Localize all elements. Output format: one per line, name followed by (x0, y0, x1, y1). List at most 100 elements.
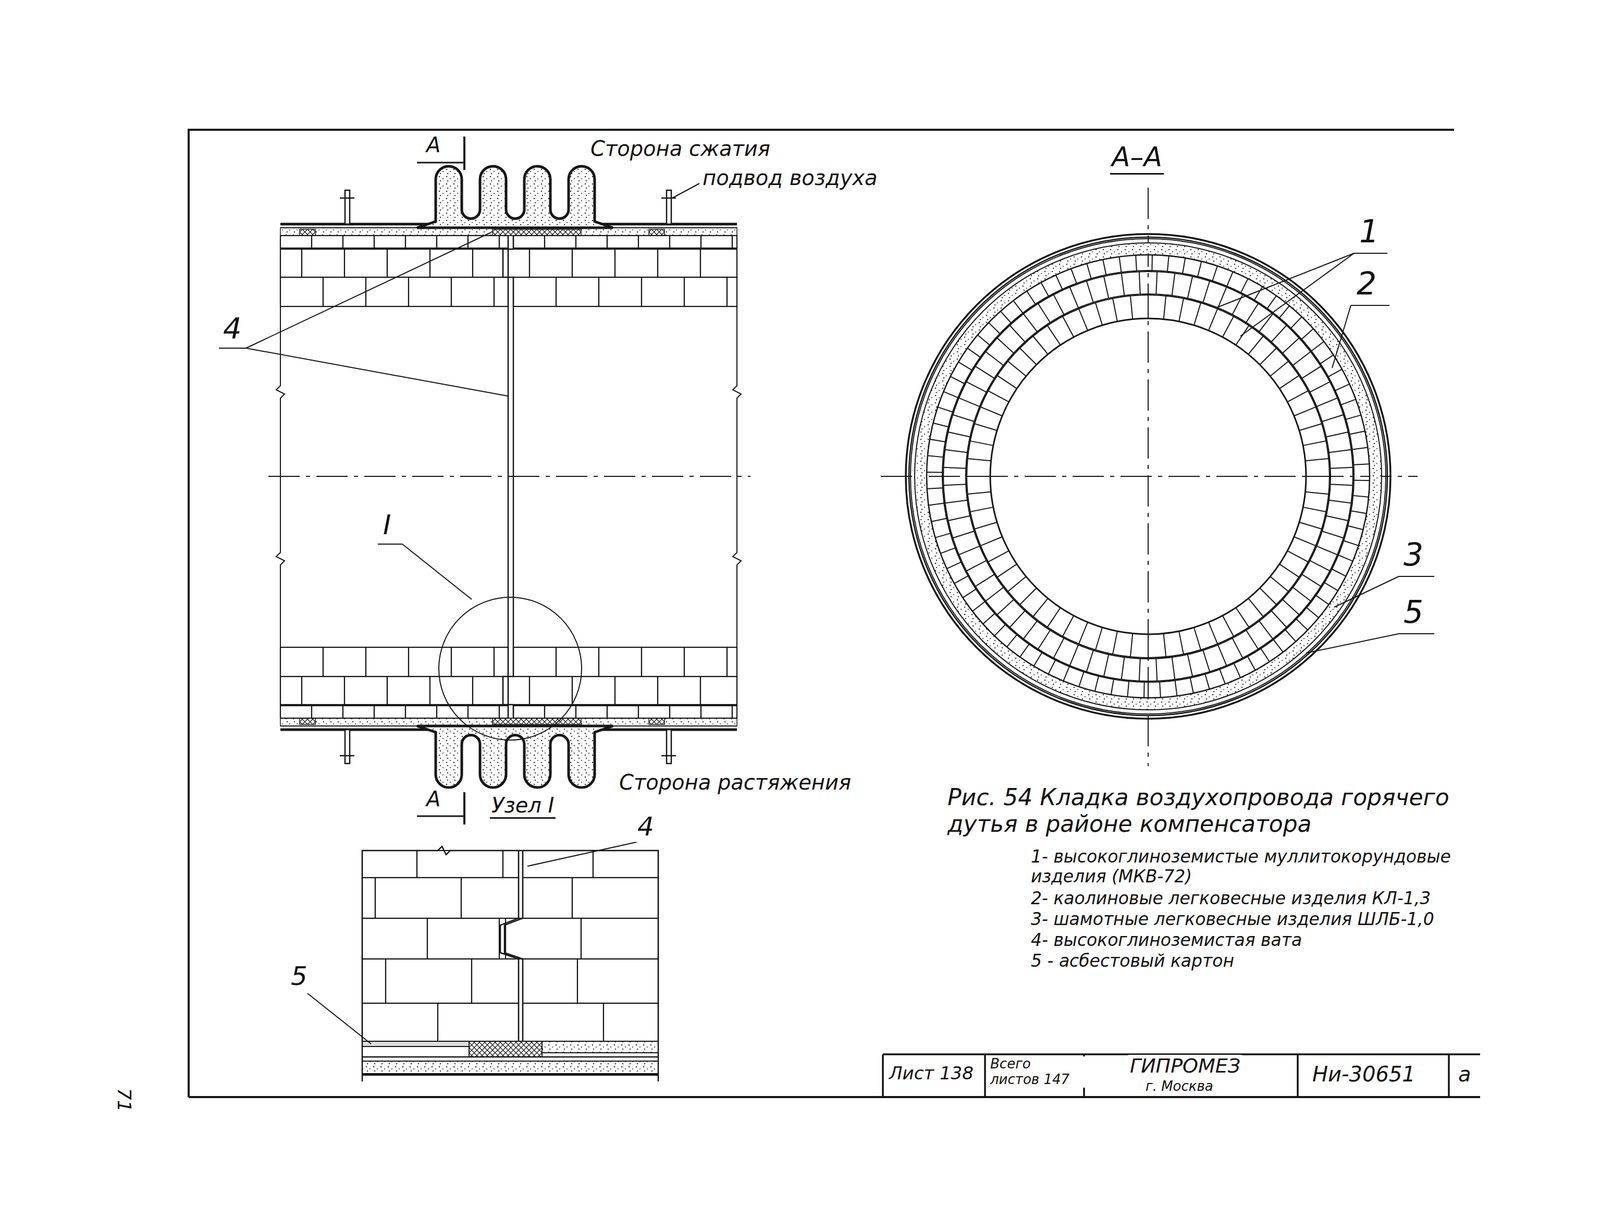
brick-joint (1006, 634, 1017, 647)
brick-joint (1147, 294, 1149, 319)
ring-outline (910, 238, 1386, 715)
brick-joint (944, 500, 968, 504)
brick-joint (1279, 375, 1299, 389)
brick-joint (1187, 654, 1193, 677)
brick-joint (1282, 599, 1300, 615)
brick-joint (1026, 290, 1036, 304)
brick-joint (1023, 313, 1038, 332)
brick (556, 277, 599, 307)
brick (684, 647, 728, 677)
brick-joint (1311, 341, 1324, 351)
brick (344, 676, 388, 705)
leader-line (1334, 576, 1399, 608)
brick-joint (1197, 261, 1202, 277)
brick-joint (1212, 265, 1217, 281)
brick-joint (1187, 276, 1193, 299)
brick (416, 850, 503, 878)
brick-joint (1335, 384, 1350, 391)
legend-note: 4- высокоглиноземистая вата (1029, 930, 1304, 951)
brick (280, 705, 312, 719)
brick (405, 235, 437, 249)
air-pipe (339, 197, 355, 200)
brick-joint (1296, 619, 1308, 631)
brick (641, 647, 685, 677)
bellows-compensator (416, 725, 613, 788)
brick (522, 958, 578, 1004)
table-cell: Лист 138 (887, 1063, 976, 1084)
brick-joint (1094, 675, 1099, 692)
brick-joint (1287, 550, 1309, 562)
brick (556, 647, 599, 677)
brick-joint (1354, 479, 1370, 482)
section-a-a (880, 187, 1435, 767)
brick (572, 249, 615, 278)
legend-note: 1- высокоглиноземистые муллитокорундовые… (1029, 846, 1502, 887)
insulation-layer (362, 1061, 659, 1074)
brick-joint (940, 547, 956, 553)
brick (362, 850, 417, 878)
brick-joint (1270, 361, 1289, 377)
brick-joint (974, 522, 998, 529)
ring-outline (914, 242, 1382, 710)
brick-joint (926, 471, 943, 474)
brick-joint (997, 375, 1017, 389)
brick (362, 877, 376, 919)
pipe-annotations (218, 136, 751, 825)
brick-joint (1178, 298, 1184, 322)
figure-caption: Рис. 54 Кладка воздухопровода горячего д… (945, 784, 1497, 838)
brick (436, 705, 469, 719)
brick (700, 705, 733, 719)
brick (700, 676, 737, 705)
leader-line (1216, 253, 1355, 308)
brick-joint (1135, 255, 1137, 272)
ring-outline (943, 271, 1353, 682)
brick-joint (1047, 325, 1061, 346)
brick (529, 676, 573, 705)
leader-line (1306, 633, 1399, 654)
side-note: Сторона сжатия (588, 136, 772, 161)
section-letter: А (424, 786, 442, 811)
section-title: А–А (1110, 141, 1164, 175)
pipe-upper-wall (280, 166, 737, 477)
brick-joint (977, 335, 990, 346)
ring-outline (942, 270, 1355, 683)
brick-joint (1208, 622, 1218, 645)
brick-joint (974, 423, 998, 431)
brick (280, 249, 302, 278)
brick-joint (1159, 681, 1161, 698)
brick-joint (1121, 273, 1125, 296)
leader-line (307, 993, 372, 1044)
brick-joint (966, 475, 991, 477)
brick (508, 676, 530, 705)
brick (700, 249, 737, 278)
brick (494, 647, 509, 677)
brick (669, 235, 701, 249)
brick-joint (931, 518, 947, 522)
brick-joint (1328, 500, 1352, 504)
frame-line (188, 1096, 1481, 1099)
brick (405, 705, 437, 719)
brick-joint (1294, 407, 1316, 416)
brick-joint (985, 587, 1004, 601)
brick-joint (943, 391, 958, 398)
brick-joint (1078, 622, 1088, 645)
brick (593, 850, 659, 878)
brick-joint (970, 440, 994, 446)
brick-joint (970, 507, 994, 512)
brick (575, 235, 608, 249)
brick (638, 235, 670, 249)
brick-joint (1328, 368, 1343, 377)
brick-joint (1320, 354, 1334, 364)
brick-joint (975, 574, 995, 587)
brick-joint (1163, 633, 1166, 658)
brick (436, 235, 469, 249)
brick-joint (1271, 610, 1287, 628)
brick-joint (1194, 302, 1201, 326)
callout-number: I (381, 509, 393, 541)
brick-joint (967, 491, 992, 495)
brick-joint (1294, 536, 1316, 546)
brick-joint (1273, 639, 1283, 652)
brick-joint (1309, 560, 1330, 572)
brick (408, 277, 452, 307)
brick-joint (1282, 337, 1300, 353)
